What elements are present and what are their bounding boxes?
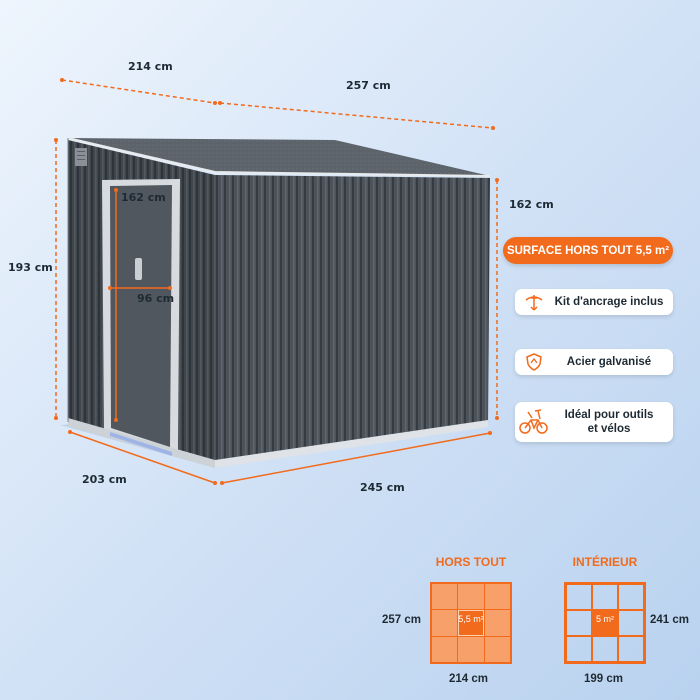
plan-outer-area: 5,5 m² bbox=[458, 614, 484, 624]
dim-side-height: 162 cm bbox=[509, 198, 554, 211]
plan-outer-grid bbox=[430, 582, 512, 664]
plan-inner-length: 241 cm bbox=[650, 614, 690, 626]
dim-door-height: 162 cm bbox=[121, 191, 166, 204]
feature-tools-bikes: Idéal pour outils et vélos bbox=[515, 402, 673, 442]
dim-bottom-depth: 203 cm bbox=[82, 473, 127, 486]
tools-bike-icon bbox=[515, 408, 553, 436]
vent bbox=[75, 148, 87, 166]
shed-front-wall bbox=[215, 175, 490, 465]
shed-door bbox=[110, 185, 172, 447]
plan-inner-title: INTÉRIEUR bbox=[572, 555, 638, 569]
plan-inner-grid bbox=[564, 582, 646, 664]
surface-badge: SURFACE HORS TOUT 5,5 m² bbox=[503, 237, 673, 264]
feature-label: Acier galvanisé bbox=[566, 356, 652, 368]
feature-anchor-kit: Kit d'ancrage inclus bbox=[515, 289, 673, 315]
plan-outer-width: 214 cm bbox=[449, 673, 489, 685]
plan-outer-length: 257 cm bbox=[382, 614, 422, 626]
plan-outer-title: HORS TOUT bbox=[435, 555, 507, 569]
dim-top-width: 257 cm bbox=[346, 79, 391, 92]
dim-top-depth: 214 cm bbox=[128, 60, 173, 73]
door-handle bbox=[135, 258, 142, 280]
dim-door-width: 96 cm bbox=[137, 292, 174, 305]
feature-galvanized-steel: Acier galvanisé bbox=[515, 349, 673, 375]
plan-inner-area: 5 m² bbox=[596, 614, 614, 624]
shed-roof bbox=[68, 138, 490, 176]
feature-label: Idéal pour outils et vélos bbox=[564, 409, 654, 435]
feature-label: Kit d'ancrage inclus bbox=[554, 296, 664, 308]
anchor-icon bbox=[515, 292, 553, 312]
dim-total-height: 193 cm bbox=[8, 261, 53, 274]
shield-icon bbox=[515, 352, 553, 372]
dim-bottom-width: 245 cm bbox=[360, 481, 405, 494]
plan-inner-width: 199 cm bbox=[584, 673, 624, 685]
